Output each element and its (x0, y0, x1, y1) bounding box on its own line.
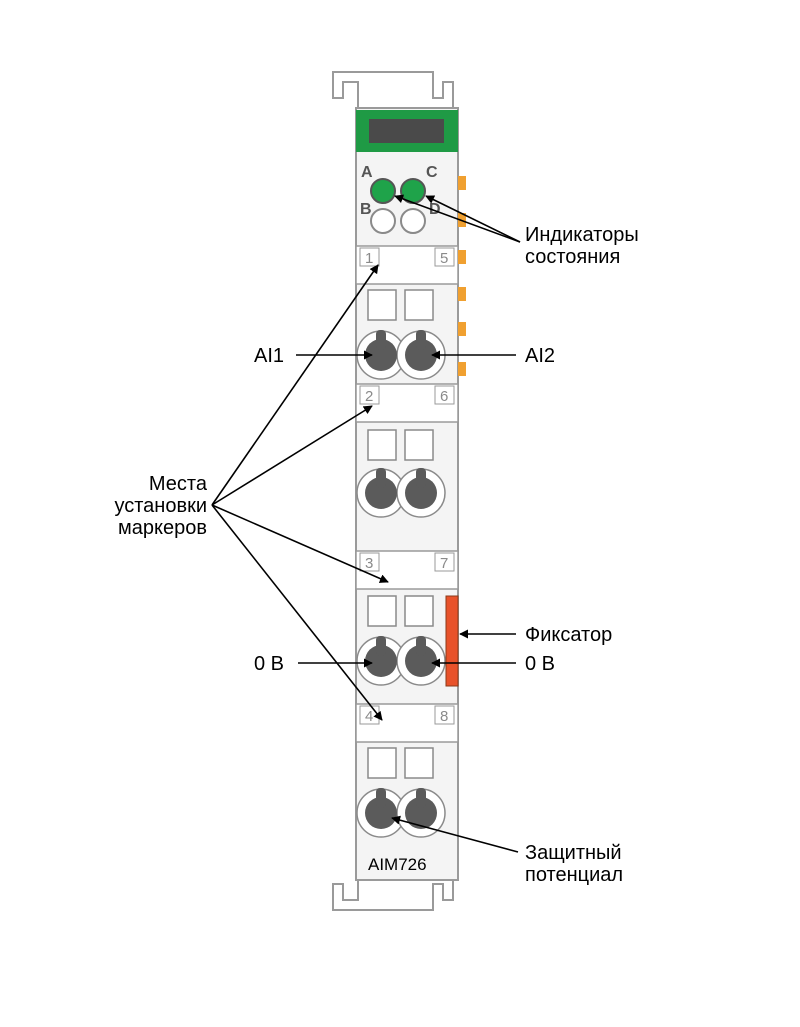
led-b (370, 208, 396, 234)
terminal-1: 1 (365, 250, 373, 267)
screw-pe (365, 797, 397, 829)
terminal-4: 4 (365, 708, 373, 725)
terminal-8: 8 (440, 708, 448, 725)
ai2-label: AI2 (525, 345, 555, 367)
terminal-7: 7 (440, 555, 448, 572)
marker-places-label-line1: Места (149, 473, 208, 495)
screw-ai2 (405, 339, 437, 371)
model-label: AIM726 (368, 855, 427, 874)
screw-ai1 (365, 339, 397, 371)
led-letter-d: D (429, 201, 441, 218)
callout-lines (211, 194, 521, 853)
zero-v-right-label: 0 В (525, 653, 555, 675)
terminal-block-4 (356, 747, 446, 838)
terminal-block-1 (356, 289, 446, 380)
led-letter-c: C (426, 164, 438, 181)
latch (445, 595, 459, 687)
status-leds: A C B D (360, 164, 441, 234)
latch-label: Фиксатор (525, 624, 612, 646)
screw-0v-left (365, 645, 397, 677)
status-indicators-label-line1: Индикаторы (525, 224, 639, 246)
status-indicators-label-line2: состояния (525, 246, 620, 268)
ai1-label: AI1 (254, 345, 284, 367)
terminal-6: 6 (440, 388, 448, 405)
screw-0v-right (405, 645, 437, 677)
bus-contacts (458, 176, 466, 376)
terminal-5: 5 (440, 250, 448, 267)
marker-places-label-line3: маркеров (118, 517, 207, 539)
label-window (369, 119, 444, 143)
protective-potential-label-line2: потенциал (525, 864, 623, 886)
led-letter-b: B (360, 201, 372, 218)
terminal-3: 3 (365, 555, 373, 572)
terminal-block-3 (356, 595, 446, 686)
terminal-block-2 (356, 429, 446, 518)
terminal-2: 2 (365, 388, 373, 405)
led-d (400, 208, 426, 234)
protective-potential-label-line1: Защитный (525, 842, 622, 864)
led-a (370, 178, 396, 204)
led-letter-a: A (361, 164, 373, 181)
zero-v-left-label: 0 В (254, 653, 284, 675)
rail-clip-top (332, 71, 454, 113)
marker-places-label-line2: установки (114, 495, 207, 517)
